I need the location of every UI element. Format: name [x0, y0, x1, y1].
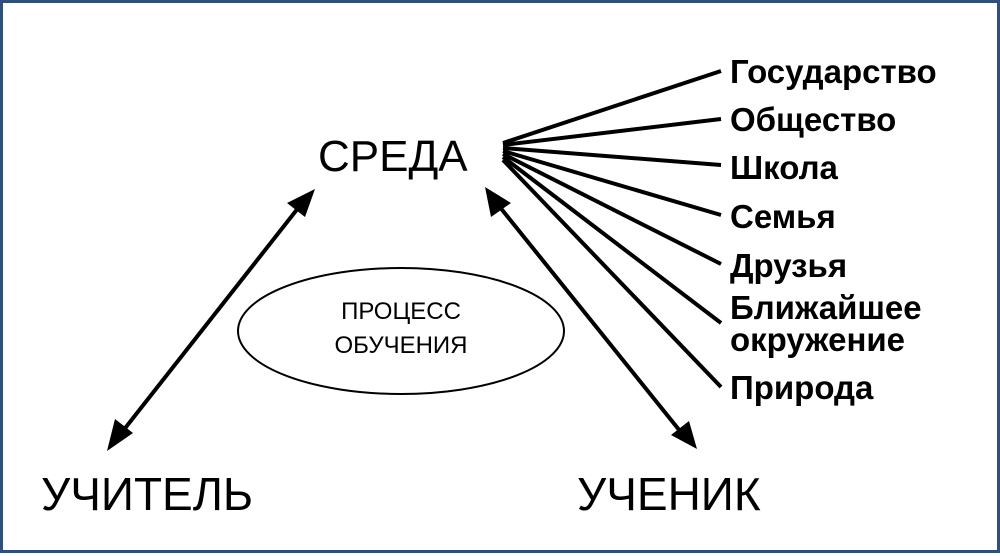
environment-student-arrow — [489, 194, 690, 443]
process-line-1: ПРОЦЕСС — [341, 298, 461, 325]
factor-7: Природа — [730, 369, 874, 406]
teacher-arrowhead — [107, 419, 133, 451]
factor-line-6 — [501, 155, 723, 325]
factor-line-4 — [502, 149, 722, 217]
environment-left-arrowhead — [287, 189, 315, 217]
factor-6-line-1: Ближайшее — [730, 289, 922, 326]
factor-3: Школа — [730, 149, 838, 186]
factor-lines — [501, 69, 723, 389]
process-ellipse — [237, 267, 565, 395]
student-arrowhead — [671, 421, 697, 449]
student-label: УЧЕНИК — [577, 468, 761, 520]
factor-line-1 — [502, 69, 722, 145]
factor-6: Ближайшее окружение — [730, 289, 922, 358]
factor-6-line-2: окружение — [730, 321, 906, 358]
environment-label: СРЕДА — [318, 132, 468, 181]
process-line-2: ОБУЧЕНИЯ — [334, 332, 468, 359]
factor-5: Друзья — [730, 247, 848, 284]
factor-1: Государство — [730, 53, 937, 90]
diagram-canvas — [107, 69, 723, 451]
factor-line-2 — [502, 117, 722, 147]
process-text: ПРОЦЕСС ОБУЧЕНИЯ — [301, 295, 501, 363]
factor-line-3 — [502, 146, 722, 167]
factor-line-5 — [502, 152, 722, 266]
factor-4: Семья — [730, 198, 836, 235]
factor-2: Общество — [730, 101, 897, 138]
teacher-label: УЧИТЕЛЬ — [41, 468, 254, 520]
factor-line-7 — [501, 158, 723, 389]
environment-right-arrowhead — [485, 187, 511, 217]
teacher-environment-arrow — [113, 196, 308, 443]
